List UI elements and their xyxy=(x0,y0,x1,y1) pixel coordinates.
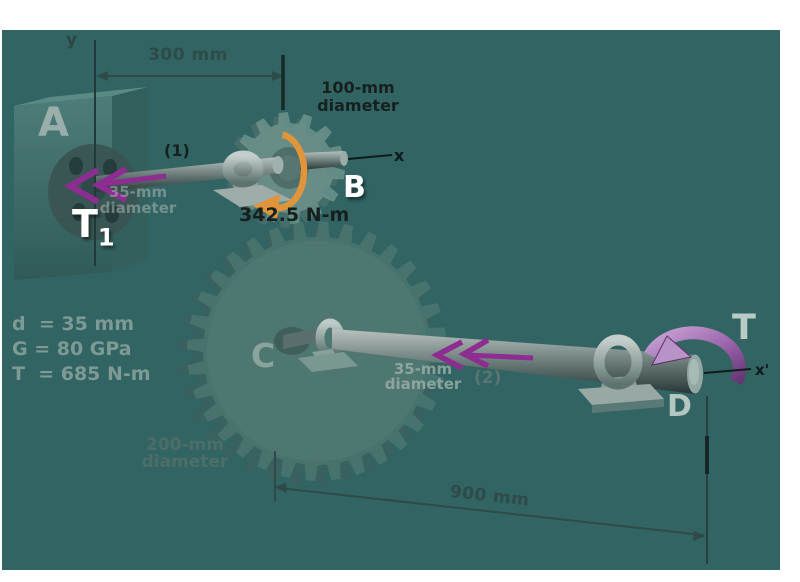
given-g: G = 80 GPa xyxy=(12,338,132,360)
y-axis-label: y xyxy=(66,30,78,50)
given-d: d = 35 mm xyxy=(12,313,135,335)
shaft-2-end-cap-highlight xyxy=(689,359,699,385)
x-axis-line xyxy=(347,154,393,160)
shaft-1-diameter-label: 35-mm diameter xyxy=(99,183,177,217)
torque-arrow-gear-b xyxy=(253,131,308,219)
point-c-label: C xyxy=(251,336,276,375)
gear-c-hub-boss xyxy=(283,327,322,349)
shaft-2-diameter-label: 35-mm diameter xyxy=(384,360,462,393)
bearing-c-pedestal xyxy=(298,349,358,372)
dimension-300mm xyxy=(96,55,285,110)
given-t: T = 685 N-m xyxy=(12,363,151,385)
dimension-300mm-label: 300 mm xyxy=(148,45,228,65)
point-b-label: B xyxy=(343,170,366,205)
x-axis-label: x xyxy=(394,146,405,165)
shaft-b-stub xyxy=(300,151,344,170)
shaft-b-stub-cap xyxy=(340,151,348,166)
gear-b-torque-label: 342.5 N-m xyxy=(239,204,350,226)
torque-arrow-shaft-2 xyxy=(431,337,534,371)
segment-1-label: (1) xyxy=(164,141,190,160)
point-a-label: A xyxy=(38,100,69,146)
t1-base: T xyxy=(72,202,98,246)
torque-arrow-shaft-1 xyxy=(63,166,167,205)
dimension-900mm xyxy=(274,396,709,564)
bearing-b-ring xyxy=(222,150,264,188)
x-prime-axis-label: x' xyxy=(755,361,770,379)
given-data-block: d = 35 mm G = 80 GPa T = 685 N-m xyxy=(12,312,151,387)
torque-t1-label: T1 xyxy=(72,202,115,252)
gear-b-diameter-label: 100-mm diameter xyxy=(317,78,399,115)
point-d-label: D xyxy=(667,389,692,424)
torque-t-label: T xyxy=(732,308,756,348)
gear-c-diameter-label: 200-mm diameter xyxy=(141,435,229,472)
gear-c xyxy=(178,221,447,486)
x-prime-axis-line xyxy=(703,368,752,374)
t1-subscript: 1 xyxy=(97,223,115,252)
torque-arrow-t xyxy=(644,326,746,386)
segment-2-label: (2) xyxy=(474,368,502,388)
shaft-1-end-cap xyxy=(272,156,284,174)
bearing-d-ring xyxy=(593,334,643,390)
